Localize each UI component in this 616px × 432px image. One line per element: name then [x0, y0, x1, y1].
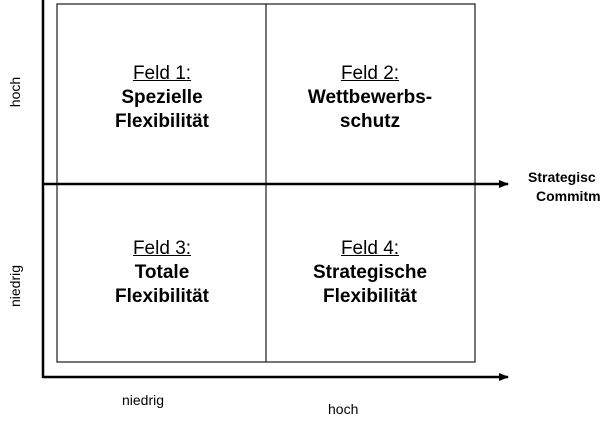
x-axis-low-label: niedrig: [122, 392, 165, 408]
field-1-number: Feld 1:: [132, 63, 192, 84]
strategic-commitment-title: Strategisc Commitm: [528, 168, 601, 206]
field-4: Feld 4: Strategische Flexibilität: [290, 237, 450, 309]
field-2-number: Feld 2:: [340, 63, 400, 84]
field-3-number: Feld 3:: [132, 238, 192, 259]
field-2-name-line2: schutz: [339, 111, 401, 132]
field-1-name-line2: Flexibilität: [115, 111, 209, 132]
strategic-commitment-title-line2: Commitm: [536, 188, 601, 204]
x-axis-high-label: hoch: [328, 401, 359, 417]
field-1: Feld 1: Spezielle Flexibilität: [87, 62, 237, 134]
field-3: Feld 3: Totale Flexibilität: [87, 237, 237, 309]
y-axis-low-label: niedrig: [7, 264, 23, 308]
field-2: Feld 2: Wettbewerbs- schutz: [290, 62, 450, 134]
field-1-name-line1: Spezielle: [121, 87, 203, 108]
field-2-name-line1: Wettbewerbs-: [307, 87, 433, 108]
strategic-commitment-title-line1: Strategisc: [528, 169, 596, 185]
field-3-name-line2: Flexibilität: [115, 286, 209, 307]
y-axis-high-label: hoch: [7, 76, 23, 108]
field-4-name-line1: Strategische: [312, 262, 428, 283]
field-4-name-line2: Flexibilität: [323, 286, 417, 307]
field-3-name-line1: Totale: [134, 262, 190, 283]
field-4-number: Feld 4:: [340, 238, 400, 259]
